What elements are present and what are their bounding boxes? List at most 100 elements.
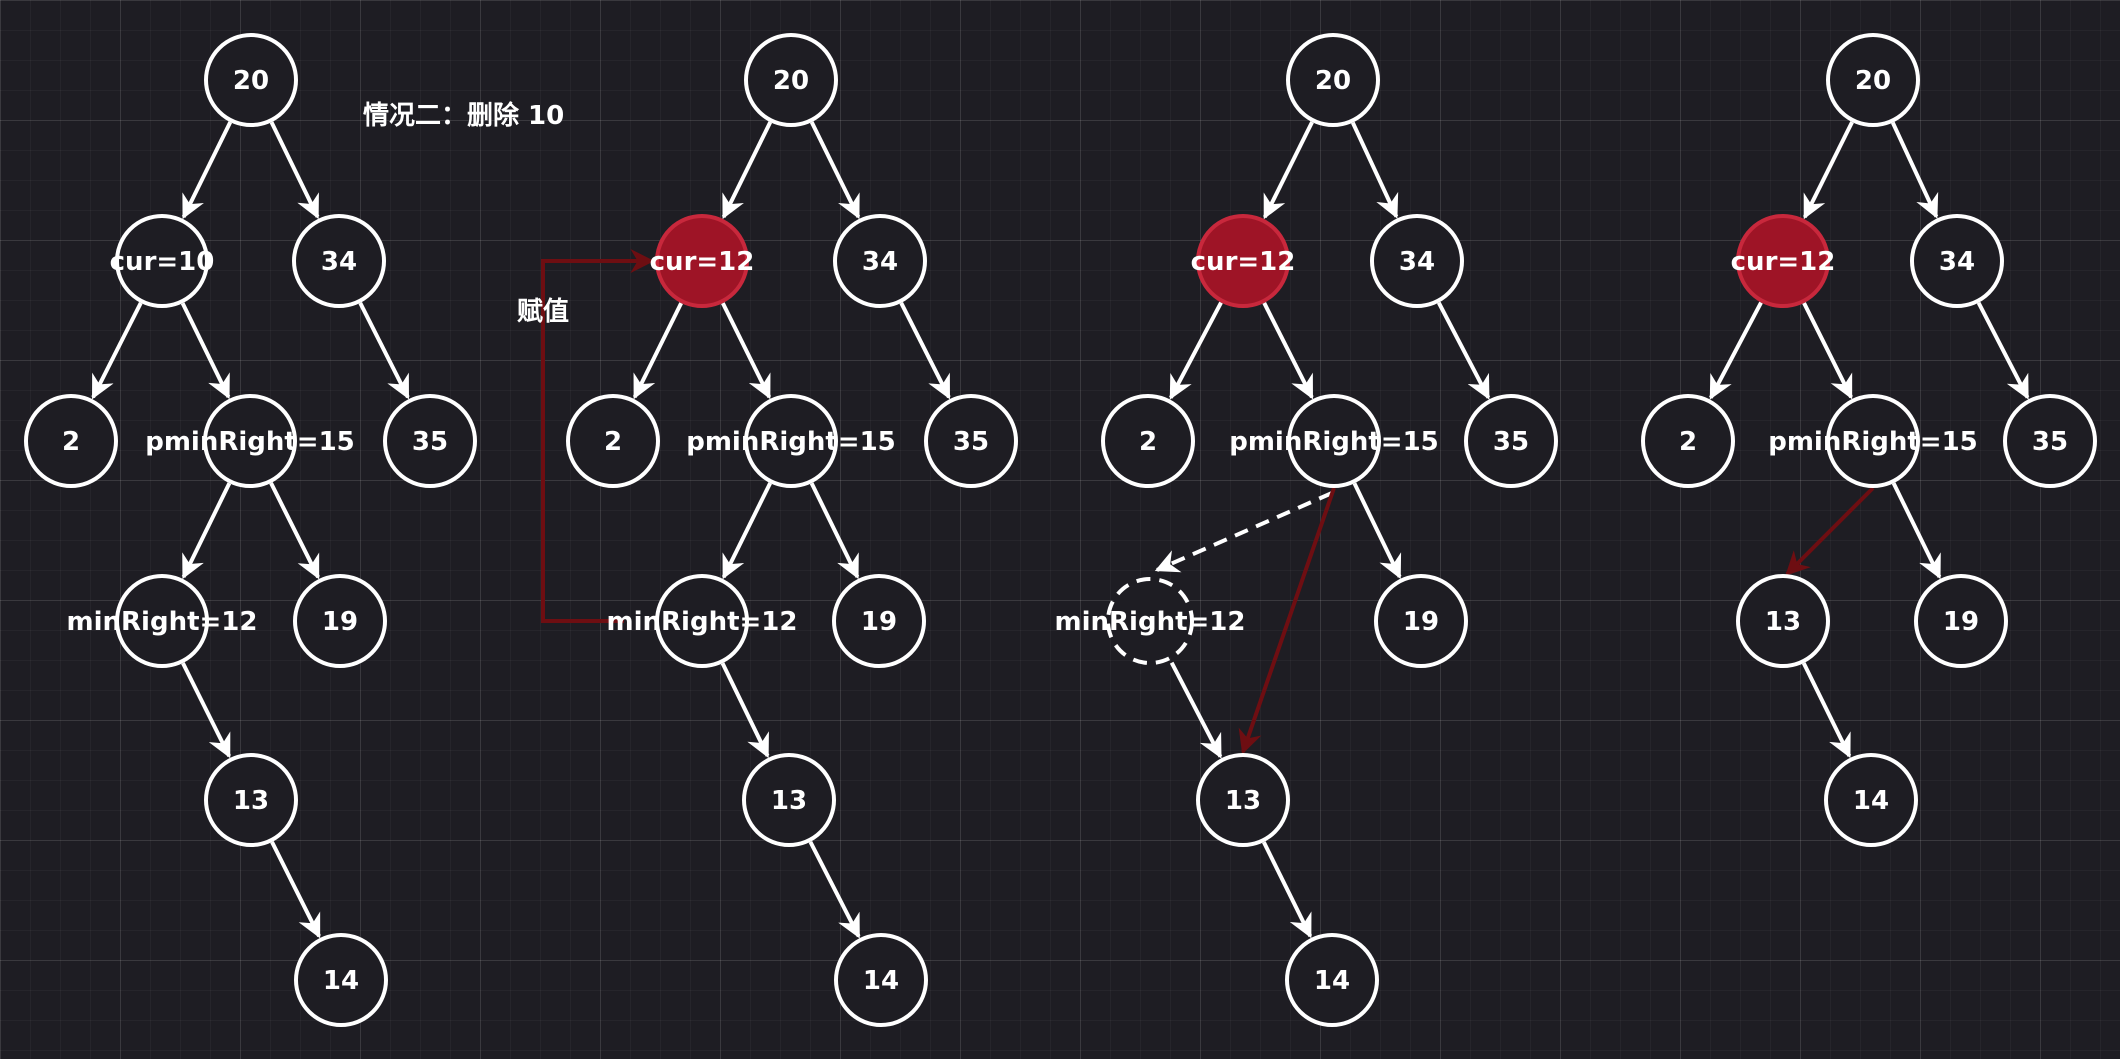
- node-label: 19: [322, 607, 358, 637]
- node-label: 19: [861, 607, 897, 637]
- tree-node: 19: [832, 574, 926, 668]
- edge-min-n13: [181, 662, 231, 759]
- tree-node: 14: [1824, 753, 1918, 847]
- edge-cur-pmin: [1802, 302, 1853, 400]
- tree-node: pminRight=15: [1229, 394, 1439, 488]
- node-label: 14: [863, 966, 899, 996]
- node-circle: [833, 214, 927, 308]
- tree-node: 20: [1286, 33, 1380, 127]
- node-circle: [1736, 574, 1830, 668]
- edge-n34-n35: [899, 302, 951, 400]
- edge-root-cur: [1803, 121, 1854, 220]
- edge-root-cur: [1263, 121, 1314, 220]
- edge-pmin-n19: [1891, 482, 1942, 580]
- tree-node: 13: [1196, 753, 1290, 847]
- tree-node: 34: [1370, 214, 1464, 308]
- tree-node: 20: [204, 33, 298, 127]
- node-label: 34: [1939, 247, 1975, 277]
- edge-cur-n2: [632, 302, 683, 400]
- tree-node: 35: [1464, 394, 1558, 488]
- node-label: 35: [2032, 427, 2068, 457]
- node-circle: [24, 394, 118, 488]
- node-circle: [924, 394, 1018, 488]
- tree-node: 34: [1910, 214, 2004, 308]
- node-circle: [115, 574, 209, 668]
- tree-node: 2: [1101, 394, 1195, 488]
- node-circle: [1374, 574, 1468, 668]
- tree-node: cur=12: [1191, 214, 1296, 308]
- tree-node: 19: [1914, 574, 2008, 668]
- node-circle: [1196, 753, 1290, 847]
- edge-min-n13: [1169, 661, 1223, 759]
- node-label: cur=12: [1191, 247, 1296, 277]
- assign-arrow: [541, 249, 655, 623]
- edge-n34-n35: [1976, 301, 2030, 400]
- node-label: 13: [771, 786, 807, 816]
- edge-pmin-n19: [269, 482, 320, 580]
- node-label: 20: [233, 66, 269, 96]
- edge-n13-n14: [1262, 841, 1313, 939]
- highlighted-node-circle: [655, 214, 749, 308]
- tree-node: pminRight=15: [686, 394, 896, 488]
- edge-root-n34: [269, 121, 320, 220]
- node-circle: [292, 214, 386, 308]
- node-label: minRight=12: [1055, 607, 1246, 637]
- node-circle: [383, 394, 477, 488]
- node-label: 19: [1943, 607, 1979, 637]
- tree-node: 14: [834, 933, 928, 1027]
- node-label: 13: [1765, 607, 1801, 637]
- node-circle: [204, 753, 298, 847]
- node-circle: [744, 33, 838, 127]
- edge-pmin-min: [181, 482, 232, 580]
- tree-node: minRight=12: [607, 574, 798, 668]
- node-label: 20: [1855, 66, 1891, 96]
- edge-pmin-n19: [809, 482, 860, 580]
- node-circle: [293, 574, 387, 668]
- node-label: 2: [1139, 427, 1157, 457]
- tree-node: 14: [294, 933, 388, 1027]
- tree-node: 20: [1826, 33, 1920, 127]
- node-circle: [742, 753, 836, 847]
- edge-pmin-n19: [1352, 482, 1402, 580]
- node-label: 14: [1853, 786, 1889, 816]
- node-label: 35: [412, 427, 448, 457]
- node-label: cur=12: [1731, 247, 1836, 277]
- node-circle: [1101, 394, 1195, 488]
- edge-pmin-min: [721, 482, 772, 580]
- node-circle: [1287, 394, 1381, 488]
- node-label: minRight=12: [607, 607, 798, 637]
- node-label: 35: [953, 427, 989, 457]
- node-label: 35: [1493, 427, 1529, 457]
- node-label: 14: [323, 966, 359, 996]
- caption-text: 情况二：删除 10: [363, 100, 564, 131]
- node-label: 14: [1314, 966, 1350, 996]
- tree-node: 35: [2003, 394, 2097, 488]
- edge-min-n13: [720, 662, 770, 759]
- node-label: pminRight=15: [686, 427, 896, 457]
- node-circle: [832, 574, 926, 668]
- highlighted-node-circle: [1196, 214, 1290, 308]
- tree-node: 19: [293, 574, 387, 668]
- node-circle: [834, 933, 928, 1027]
- edge-n13-n14: [1801, 662, 1852, 759]
- node-circle: [203, 394, 297, 488]
- node-label: 34: [862, 247, 898, 277]
- tree-node: 34: [833, 214, 927, 308]
- edges-layer: [91, 121, 2030, 939]
- node-label: pminRight=15: [1229, 427, 1439, 457]
- node-circle: [1286, 33, 1380, 127]
- node-label: cur=12: [650, 247, 755, 277]
- node-circle: [115, 214, 209, 308]
- edge-n13-n14: [808, 840, 861, 939]
- tree-node: 20: [744, 33, 838, 127]
- edge-root-n34: [809, 121, 861, 220]
- node-circle: [1106, 577, 1194, 665]
- node-label: 2: [1679, 427, 1697, 457]
- tree-node: 13: [742, 753, 836, 847]
- edge-cur-pmin: [180, 302, 231, 400]
- tree-node: 14: [1285, 933, 1379, 1027]
- edge-cur-n2: [91, 302, 143, 400]
